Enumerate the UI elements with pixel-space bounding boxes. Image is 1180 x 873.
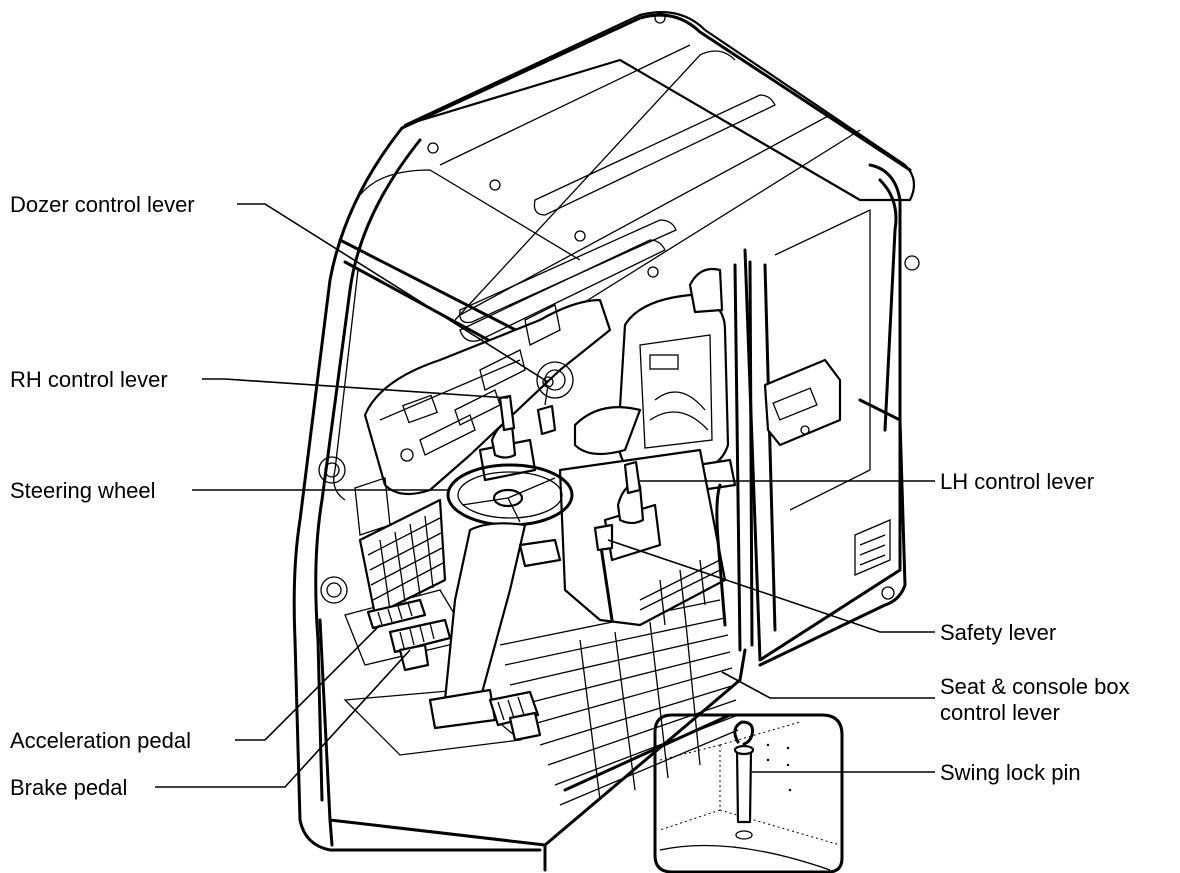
control-levers	[478, 376, 727, 627]
label-acceleration-pedal: Acceleration pedal	[10, 728, 191, 753]
cab-frame	[292, 11, 920, 872]
leader-acceleration-pedal	[235, 624, 381, 741]
label-steering-wheel: Steering wheel	[10, 478, 156, 503]
leader-brake-pedal	[155, 649, 411, 788]
steering-assembly	[428, 463, 574, 730]
leader-safety-lever	[607, 539, 935, 633]
label-lh-control-lever: LH control lever	[940, 469, 1094, 494]
label-safety-lever: Safety lever	[940, 620, 1056, 645]
callout-labels: Dozer control lever RH control lever Ste…	[10, 192, 1130, 800]
leader-seat-console-box-control-lever	[721, 671, 935, 699]
label-dozer-control-lever: Dozer control lever	[10, 192, 195, 217]
label-rh-control-lever: RH control lever	[10, 367, 168, 392]
pedals	[366, 598, 542, 742]
label-brake-pedal: Brake pedal	[10, 775, 127, 800]
leader-dozer-control-lever	[237, 203, 549, 383]
leader-rh-control-lever	[202, 378, 509, 399]
label-swing-lock-pin: Swing lock pin	[940, 760, 1081, 785]
left-panel	[318, 456, 447, 617]
leader-lines	[155, 203, 935, 788]
label-seat-console-line1: Seat & console box	[940, 674, 1130, 699]
swing-lock-pin-inset	[653, 713, 844, 873]
label-seat-console-line2: control lever	[940, 700, 1060, 725]
